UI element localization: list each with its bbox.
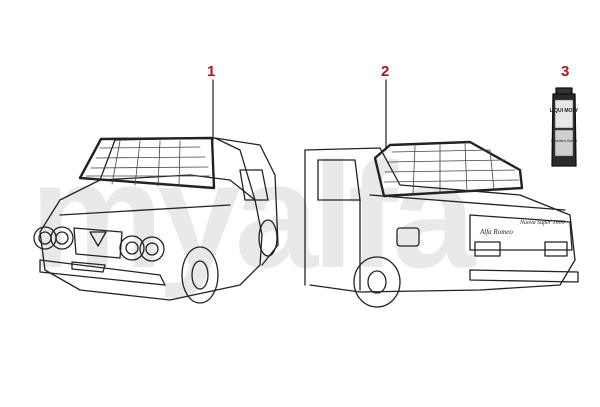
badge-nuova-super: Nuova Super 1600 <box>519 220 565 226</box>
tube-product: Scheiben-Kleber <box>551 139 578 143</box>
part-1-windscreen <box>78 136 216 190</box>
callout-2[interactable]: 2 <box>381 63 390 80</box>
front-car <box>33 137 279 304</box>
tube-brand: LIQUI MOLY <box>550 108 579 114</box>
callout-1[interactable]: 1 <box>207 63 216 80</box>
part-3-adhesive-tube <box>551 87 577 167</box>
badge-alfa-romeo: Alfa Romeo <box>479 228 513 236</box>
rear-car <box>304 147 579 308</box>
part-2-rear-window <box>373 140 524 198</box>
callout-3[interactable]: 3 <box>561 63 570 80</box>
